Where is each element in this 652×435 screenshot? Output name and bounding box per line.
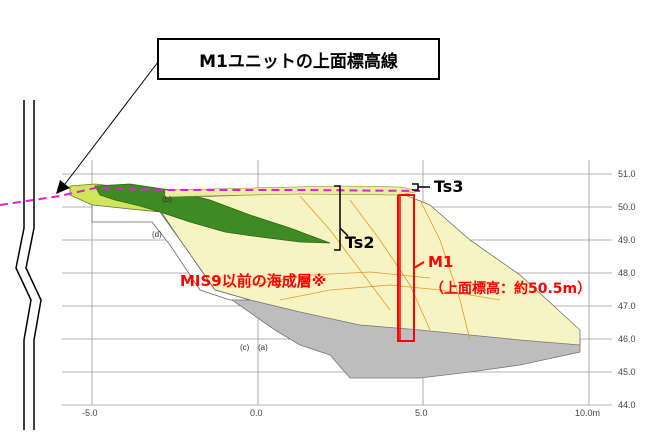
callout-arrowhead xyxy=(56,180,70,194)
m1-label: M1 xyxy=(428,253,454,271)
y-tick-50: 50.0 xyxy=(618,202,636,212)
m1-bracket xyxy=(397,194,415,342)
point-b: (b) xyxy=(162,195,172,204)
x-tick-neg5: -5.0 xyxy=(82,408,98,418)
point-d: (d) xyxy=(152,230,162,239)
mis9-label: MIS9以前の海成層※ xyxy=(180,272,327,290)
callout-title: M1ユニットの上面標高線 xyxy=(199,51,398,72)
x-tick-5: 5.0 xyxy=(415,408,428,418)
ts2-label: Ts2 xyxy=(345,233,375,252)
x-tick-0: 0.0 xyxy=(250,408,263,418)
point-c: (c) xyxy=(240,343,250,352)
y-tick-45: 45.0 xyxy=(618,367,636,377)
m1-tick xyxy=(413,261,425,269)
y-tick-49: 49.0 xyxy=(618,235,636,245)
ts3-top-strip xyxy=(164,185,421,198)
x-tick-10: 10.0m xyxy=(575,408,601,418)
point-a: (a) xyxy=(258,343,268,352)
ts2-tick xyxy=(339,227,349,237)
left-wall-inner xyxy=(25,100,42,430)
y-tick-44: 44.0 xyxy=(618,400,636,410)
callout-box: M1ユニットの上面標高線 xyxy=(157,38,440,80)
m1-elevation-label: （上面標高：約50.5m） xyxy=(430,281,592,297)
ts2-bracket xyxy=(334,185,341,251)
left-wall-outer xyxy=(15,100,32,430)
left-lower-block xyxy=(91,204,251,301)
y-tick-51: 51.0 xyxy=(618,169,636,179)
y-tick-46: 46.0 xyxy=(618,334,636,344)
ts3-label: Ts3 xyxy=(434,177,464,196)
y-tick-47: 47.0 xyxy=(618,301,636,311)
callout-leader xyxy=(61,61,159,189)
y-tick-48: 48.0 xyxy=(618,268,636,278)
